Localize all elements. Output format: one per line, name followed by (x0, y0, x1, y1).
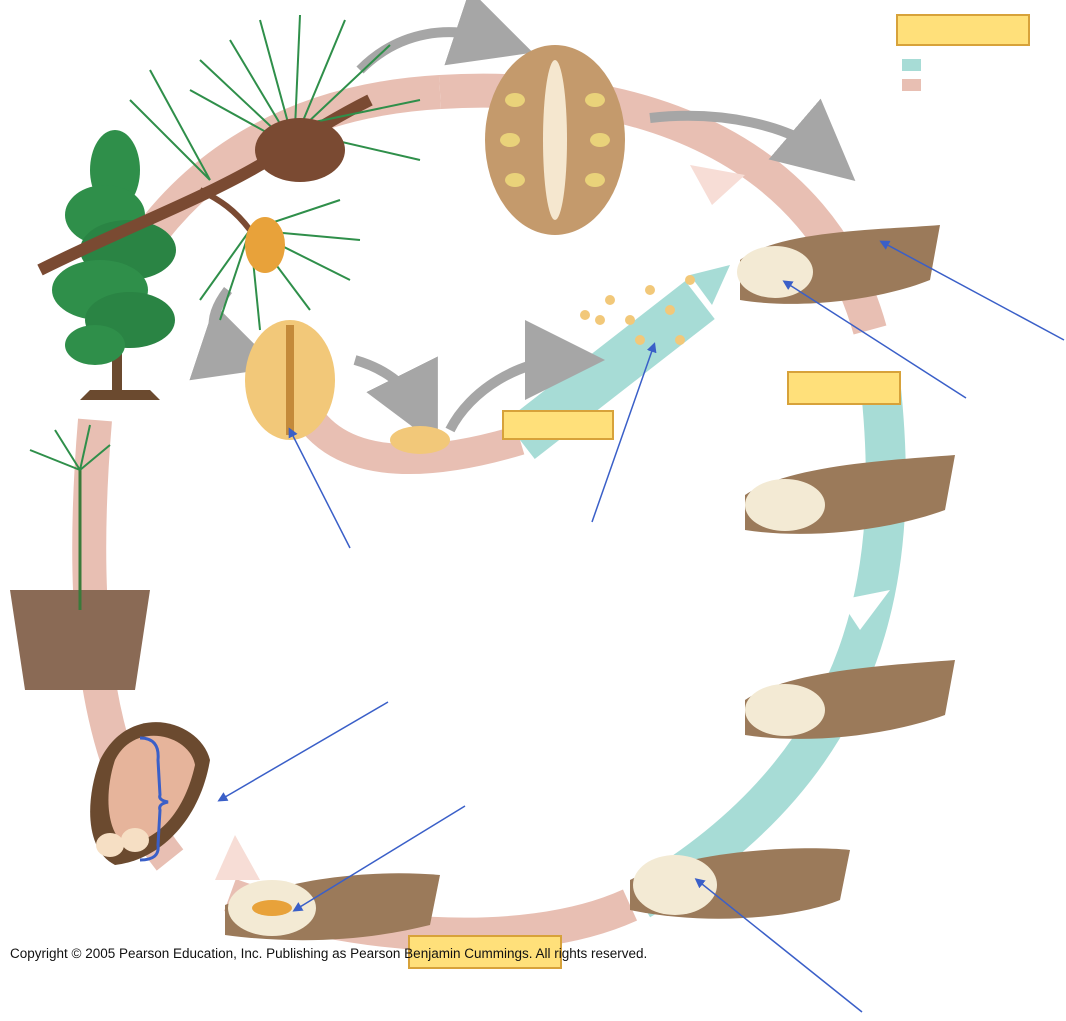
pollen-cone-section (245, 320, 335, 440)
pointer-seed (220, 702, 388, 800)
band-chevron (215, 835, 260, 880)
ovule-stage-4 (630, 848, 850, 918)
ovule-stage-1 (737, 225, 940, 304)
legend-haploid-swatch (902, 59, 921, 71)
ovule-stage-3 (745, 660, 955, 739)
mature-pine-tree (52, 130, 176, 400)
pointer-integument (882, 242, 1064, 340)
ovule-stages (225, 225, 955, 940)
ovulate-cone-on-branch (255, 118, 345, 182)
label-box-pollination[interactable] (502, 410, 614, 440)
legend-diploid-swatch (902, 79, 921, 91)
copyright-notice: Copyright © 2005 Pearson Education, Inc.… (10, 946, 647, 961)
legend (902, 59, 921, 91)
ovulate-cone-section (485, 45, 625, 235)
legend-title-box[interactable] (896, 14, 1030, 46)
ovule-stage-2 (745, 455, 955, 534)
arrow-pollen-cone-to-sac (355, 360, 420, 410)
pollen-sac (390, 426, 450, 454)
arrow-tree-to-ovulate-cone (360, 32, 495, 70)
pollen-cone-on-branch (245, 217, 285, 273)
label-box-meiosis[interactable] (787, 371, 901, 405)
